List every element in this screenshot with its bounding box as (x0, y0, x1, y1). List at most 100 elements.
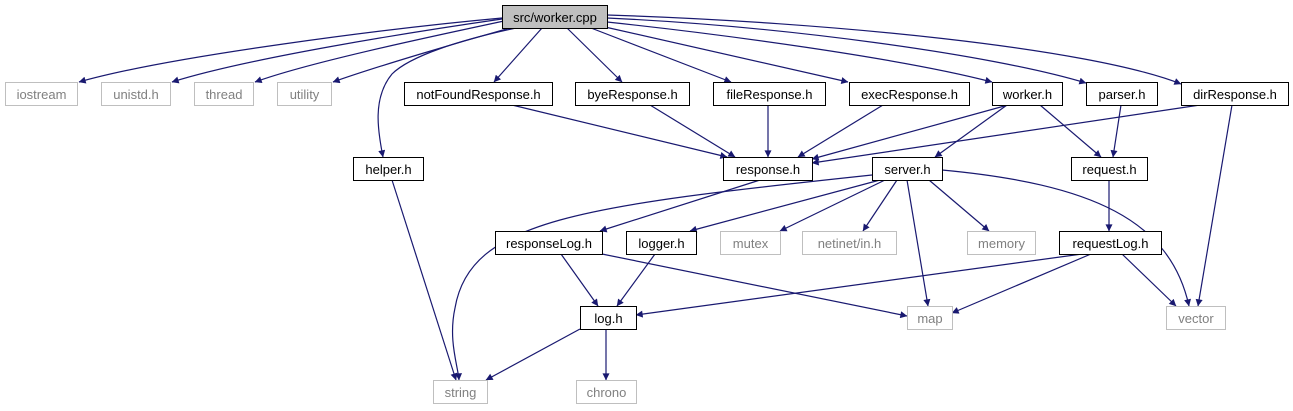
node-notFoundResponse-h[interactable]: notFoundResponse.h (404, 82, 553, 106)
node-label: logger.h (638, 236, 684, 251)
node-label: server.h (884, 162, 930, 177)
node-box (495, 231, 603, 255)
node-label: unistd.h (113, 87, 159, 102)
node-chrono[interactable]: chrono (576, 380, 637, 404)
node-box (907, 306, 953, 330)
edge-notFoundResponse-h-to-response-h (511, 104, 728, 159)
node-unistd-h[interactable]: unistd.h (101, 82, 171, 106)
node-box (713, 82, 826, 106)
edge-worker-h-to-response-h (811, 104, 1009, 161)
node-vector[interactable]: vector (1166, 306, 1226, 330)
node-fileResponse-h[interactable]: fileResponse.h (713, 82, 826, 106)
edge-server-h-to-memory (928, 179, 990, 232)
node-label: memory (978, 236, 1025, 251)
node-label: log.h (594, 311, 622, 326)
edge-worker-h-to-request-h (1039, 104, 1102, 158)
node-box (720, 231, 781, 255)
node-request-h[interactable]: request.h (1071, 157, 1148, 181)
nodes-layer: src/worker.cpp iostream unistd.h thread util… (5, 5, 1289, 404)
node-worker-h[interactable]: worker.h (992, 82, 1063, 106)
node-utility[interactable]: utility (277, 82, 332, 106)
node-execResponse-h[interactable]: execResponse.h (849, 82, 970, 106)
node-label: parser.h (1099, 87, 1146, 102)
edge-response-h-to-responseLog-h (599, 179, 761, 233)
node-box (1059, 231, 1162, 255)
node-thread[interactable]: thread (194, 82, 254, 106)
edge-execResponse-h-to-response-h (797, 104, 884, 158)
node-mutex[interactable]: mutex (720, 231, 781, 255)
node-responseLog-h[interactable]: responseLog.h (495, 231, 603, 255)
edge-responseLog-h-to-map (601, 253, 908, 319)
edge-worker-cpp-to-notFoundResponse-h (493, 27, 543, 83)
node-box (433, 380, 488, 404)
node-box (967, 231, 1036, 255)
edge-dirResponse-h-to-response-h (811, 104, 1201, 166)
node-label: vector (1178, 311, 1214, 326)
edge-worker-cpp-to-byeResponse-h (566, 27, 623, 83)
node-label: fileResponse.h (727, 87, 813, 102)
node-log-h[interactable]: log.h (580, 306, 637, 330)
edge-helper-h-to-string (391, 179, 458, 381)
node-box (576, 380, 637, 404)
node-box (723, 157, 813, 181)
node-box (626, 231, 697, 255)
node-box (1071, 157, 1148, 181)
edge-worker-cpp-to-worker-h (606, 21, 993, 84)
node-box (1181, 82, 1289, 106)
node-netinet-in-h[interactable]: netinet/in.h (802, 231, 897, 255)
node-box (580, 306, 637, 330)
node-label: netinet/in.h (818, 236, 882, 251)
node-worker-cpp[interactable]: src/worker.cpp (502, 5, 608, 29)
node-box (992, 82, 1063, 106)
edge-worker-cpp-to-thread (254, 20, 505, 84)
node-label: byeResponse.h (587, 87, 677, 102)
node-server-h[interactable]: server.h (872, 157, 943, 181)
node-label: iostream (17, 87, 67, 102)
node-parser-h[interactable]: parser.h (1086, 82, 1158, 106)
node-box (5, 82, 78, 106)
node-label: helper.h (365, 162, 411, 177)
edge-worker-h-to-server-h (934, 104, 1008, 158)
node-label: thread (206, 87, 243, 102)
node-helper-h[interactable]: helper.h (353, 157, 424, 181)
node-box (502, 5, 608, 29)
node-string[interactable]: string (433, 380, 488, 404)
edge-server-h-to-mutex (779, 179, 886, 232)
edge-worker-cpp-to-helper-h (377, 27, 517, 158)
edge-server-h-to-vector (941, 169, 1191, 307)
node-label: map (917, 311, 942, 326)
edge-log-h-to-string (485, 328, 581, 381)
node-iostream[interactable]: iostream (5, 82, 78, 106)
node-box (353, 157, 424, 181)
node-label: mutex (733, 236, 769, 251)
edge-parser-h-to-request-h (1110, 104, 1122, 158)
node-byeResponse-h[interactable]: byeResponse.h (575, 82, 690, 106)
edge-server-h-to-netinet-in-h (862, 179, 898, 232)
node-response-h[interactable]: response.h (723, 157, 813, 181)
edge-byeResponse-h-to-response-h (649, 104, 736, 158)
node-requestLog-h[interactable]: requestLog.h (1059, 231, 1162, 255)
node-label: request.h (1082, 162, 1136, 177)
edge-server-h-to-string (451, 174, 873, 381)
node-box (194, 82, 254, 106)
node-label: dirResponse.h (1193, 87, 1277, 102)
edges-layer (78, 14, 1233, 381)
edge-requestLog-h-to-log-h (635, 253, 1083, 318)
node-label: chrono (587, 385, 627, 400)
edge-responseLog-h-to-log-h (560, 253, 599, 307)
edge-worker-cpp-to-unistd-h (171, 18, 503, 84)
node-box (101, 82, 171, 106)
node-label: responseLog.h (506, 236, 592, 251)
node-logger-h[interactable]: logger.h (626, 231, 697, 255)
node-box (1166, 306, 1226, 330)
node-label: src/worker.cpp (513, 10, 597, 25)
node-memory[interactable]: memory (967, 231, 1036, 255)
node-label: worker.h (1002, 87, 1052, 102)
edge-logger-h-to-log-h (616, 253, 656, 307)
edge-dirResponse-h-to-vector (1195, 104, 1233, 307)
edge-worker-cpp-to-dirResponse-h (606, 14, 1182, 85)
node-dirResponse-h[interactable]: dirResponse.h (1181, 82, 1289, 106)
edge-requestLog-h-to-map (951, 253, 1092, 314)
node-map[interactable]: map (907, 306, 953, 330)
